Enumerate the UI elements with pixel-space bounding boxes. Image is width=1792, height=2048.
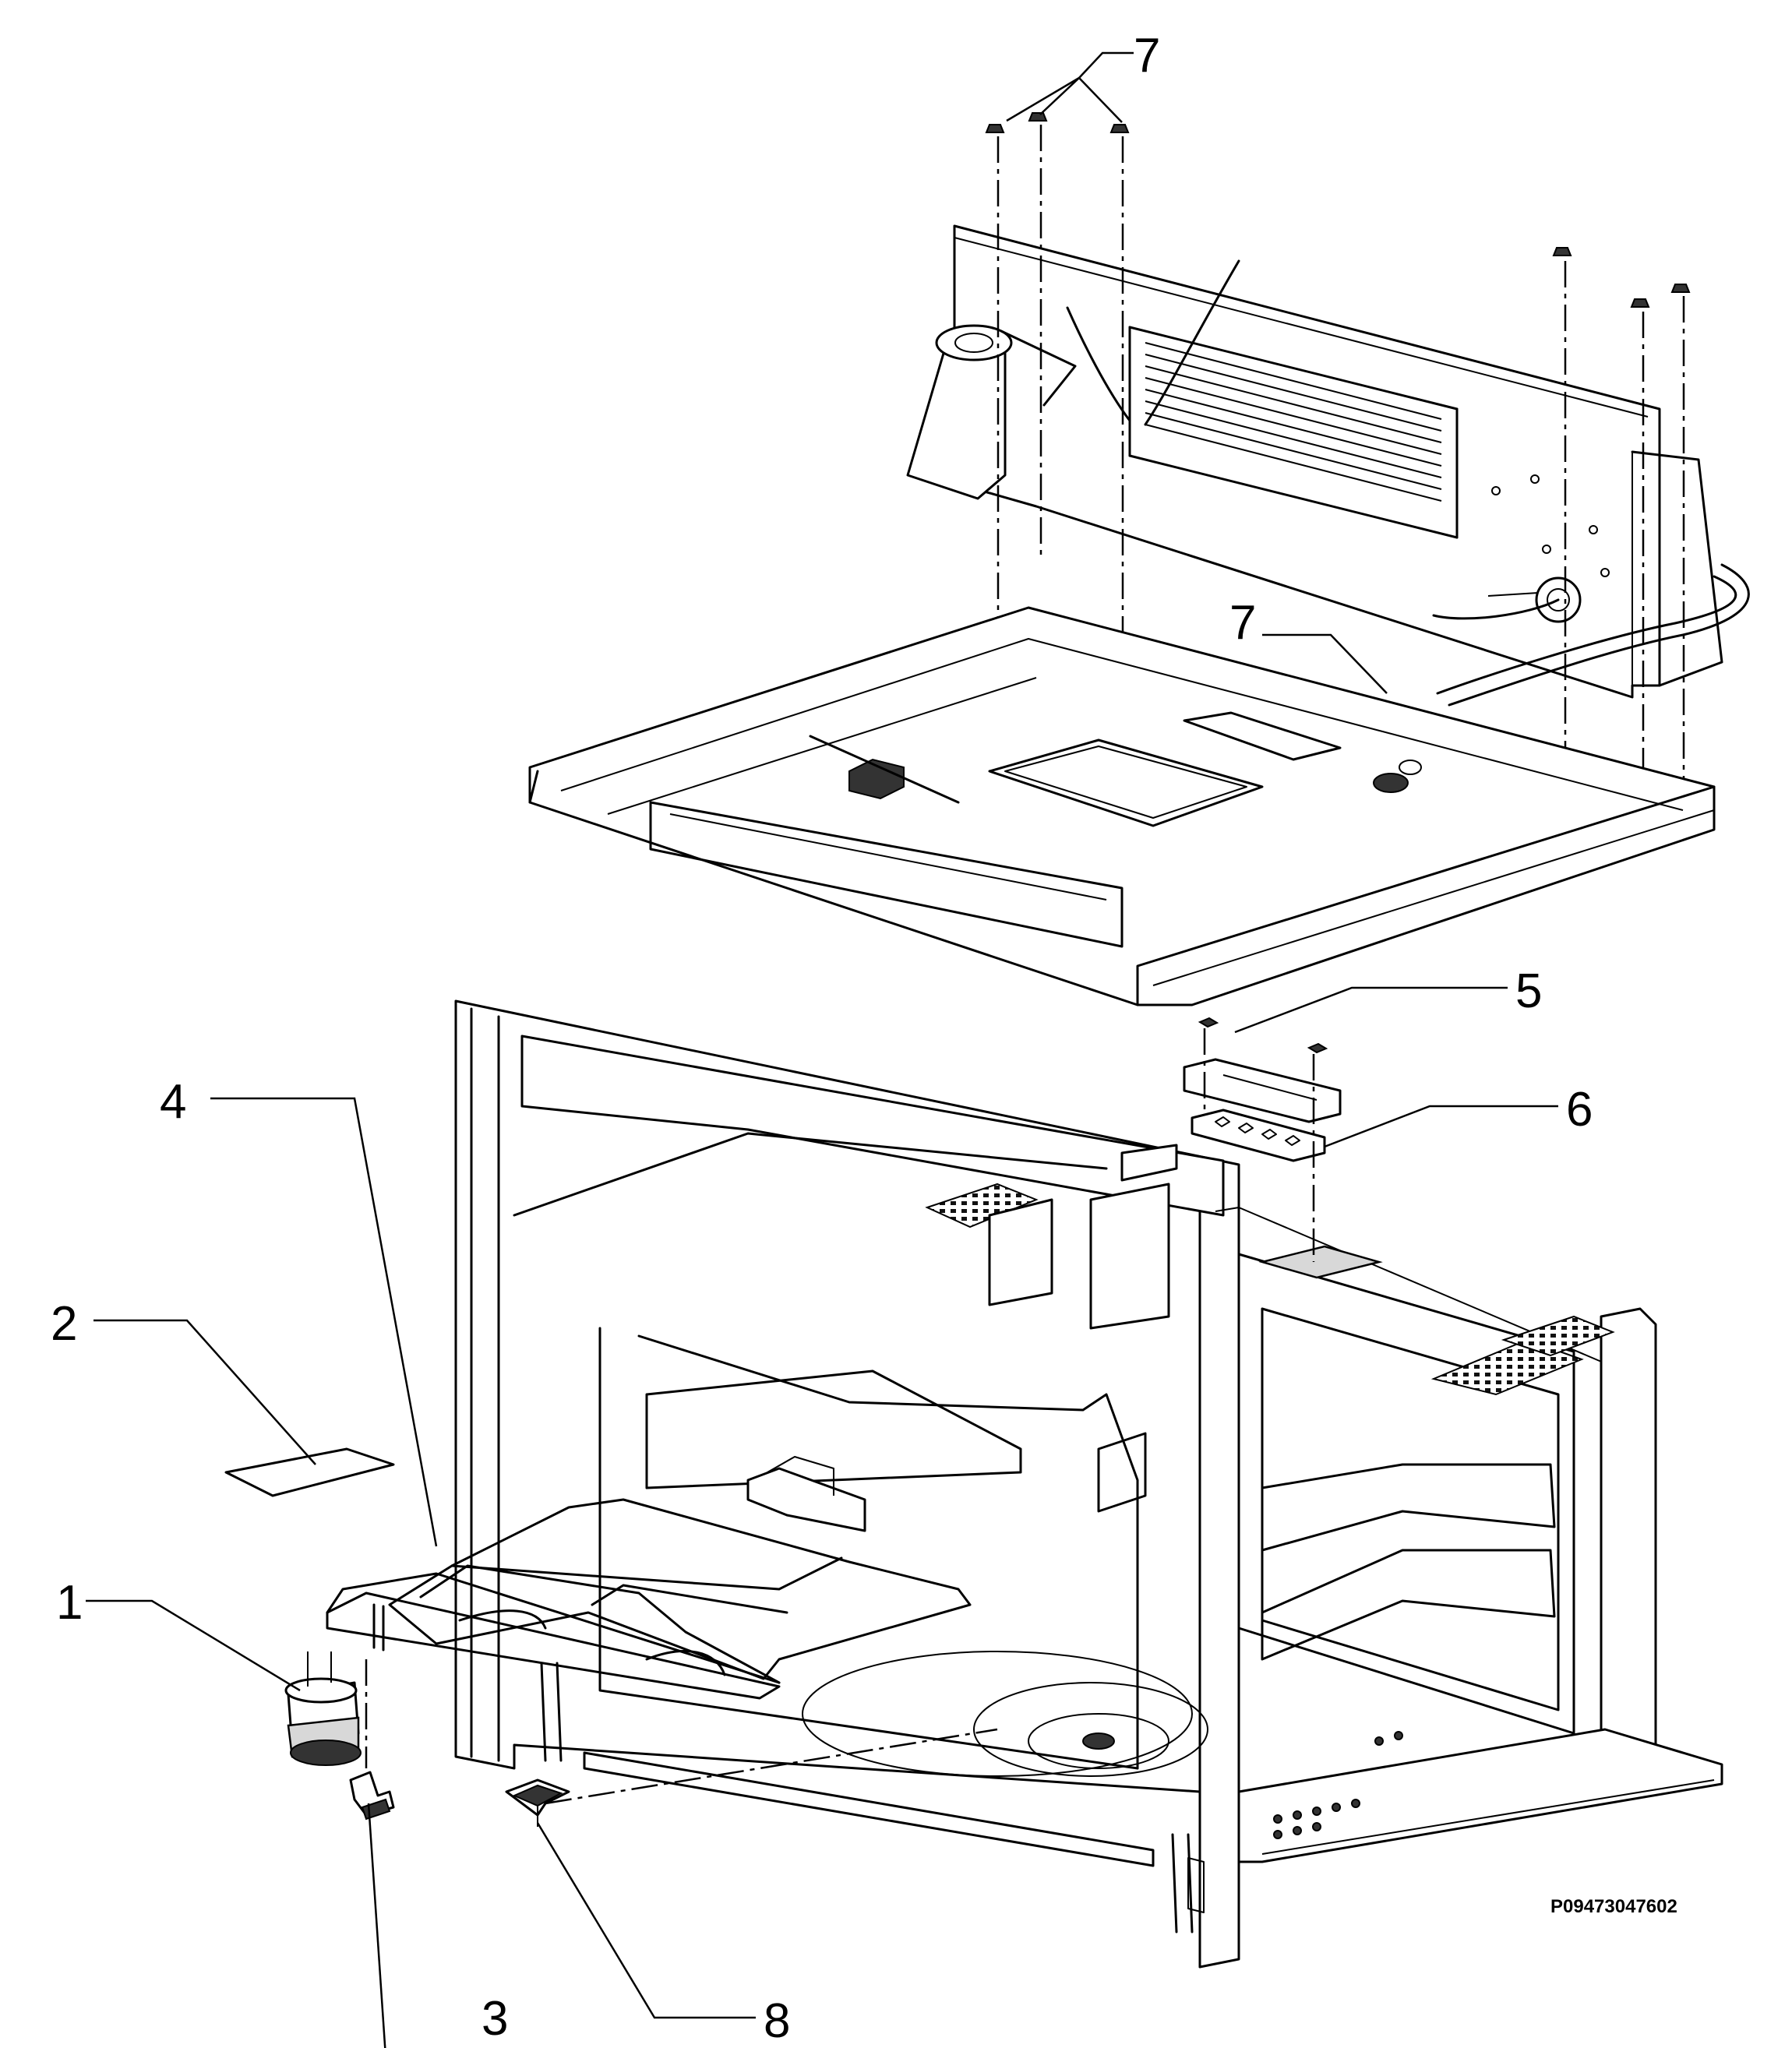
fan-housing — [1128, 326, 1459, 539]
callout-8: 8 — [764, 1994, 790, 2048]
part-8-coupler — [505, 1778, 570, 1827]
part-2-mica-plate — [224, 1447, 395, 1497]
base-vent-holes — [1273, 1731, 1403, 1839]
callout-7-mid: 7 — [1229, 596, 1256, 650]
screws-top — [985, 112, 1691, 802]
part-1-thermostat — [284, 1651, 362, 1766]
back-panel-assembly — [906, 224, 1750, 707]
oven-cavity — [454, 999, 1723, 1969]
part-6-holder — [1191, 1109, 1326, 1162]
cover-dash-lines — [1203, 1028, 1315, 1262]
callout-leaders — [86, 51, 1558, 2048]
drawing-number: P09473047602 — [1550, 1896, 1677, 1917]
panel-holes — [1491, 474, 1610, 577]
callout-6: 6 — [1566, 1083, 1593, 1137]
element-bracket — [746, 1456, 866, 1532]
callout-labels: 7 7 5 6 4 2 1 8 3 — [51, 29, 1593, 2048]
callout-7-top: 7 — [1134, 29, 1160, 83]
part-3-clip — [349, 1771, 395, 1821]
grill-element — [326, 1498, 972, 1700]
part-5-cover — [1183, 1017, 1342, 1123]
callout-5: 5 — [1515, 964, 1542, 1018]
callout-1: 1 — [56, 1576, 83, 1630]
capacitor — [906, 324, 1077, 500]
callout-3: 3 — [482, 1992, 508, 2046]
top-tray-assembly — [528, 606, 1716, 1006]
callout-2: 2 — [51, 1297, 77, 1351]
callout-4: 4 — [160, 1075, 186, 1129]
